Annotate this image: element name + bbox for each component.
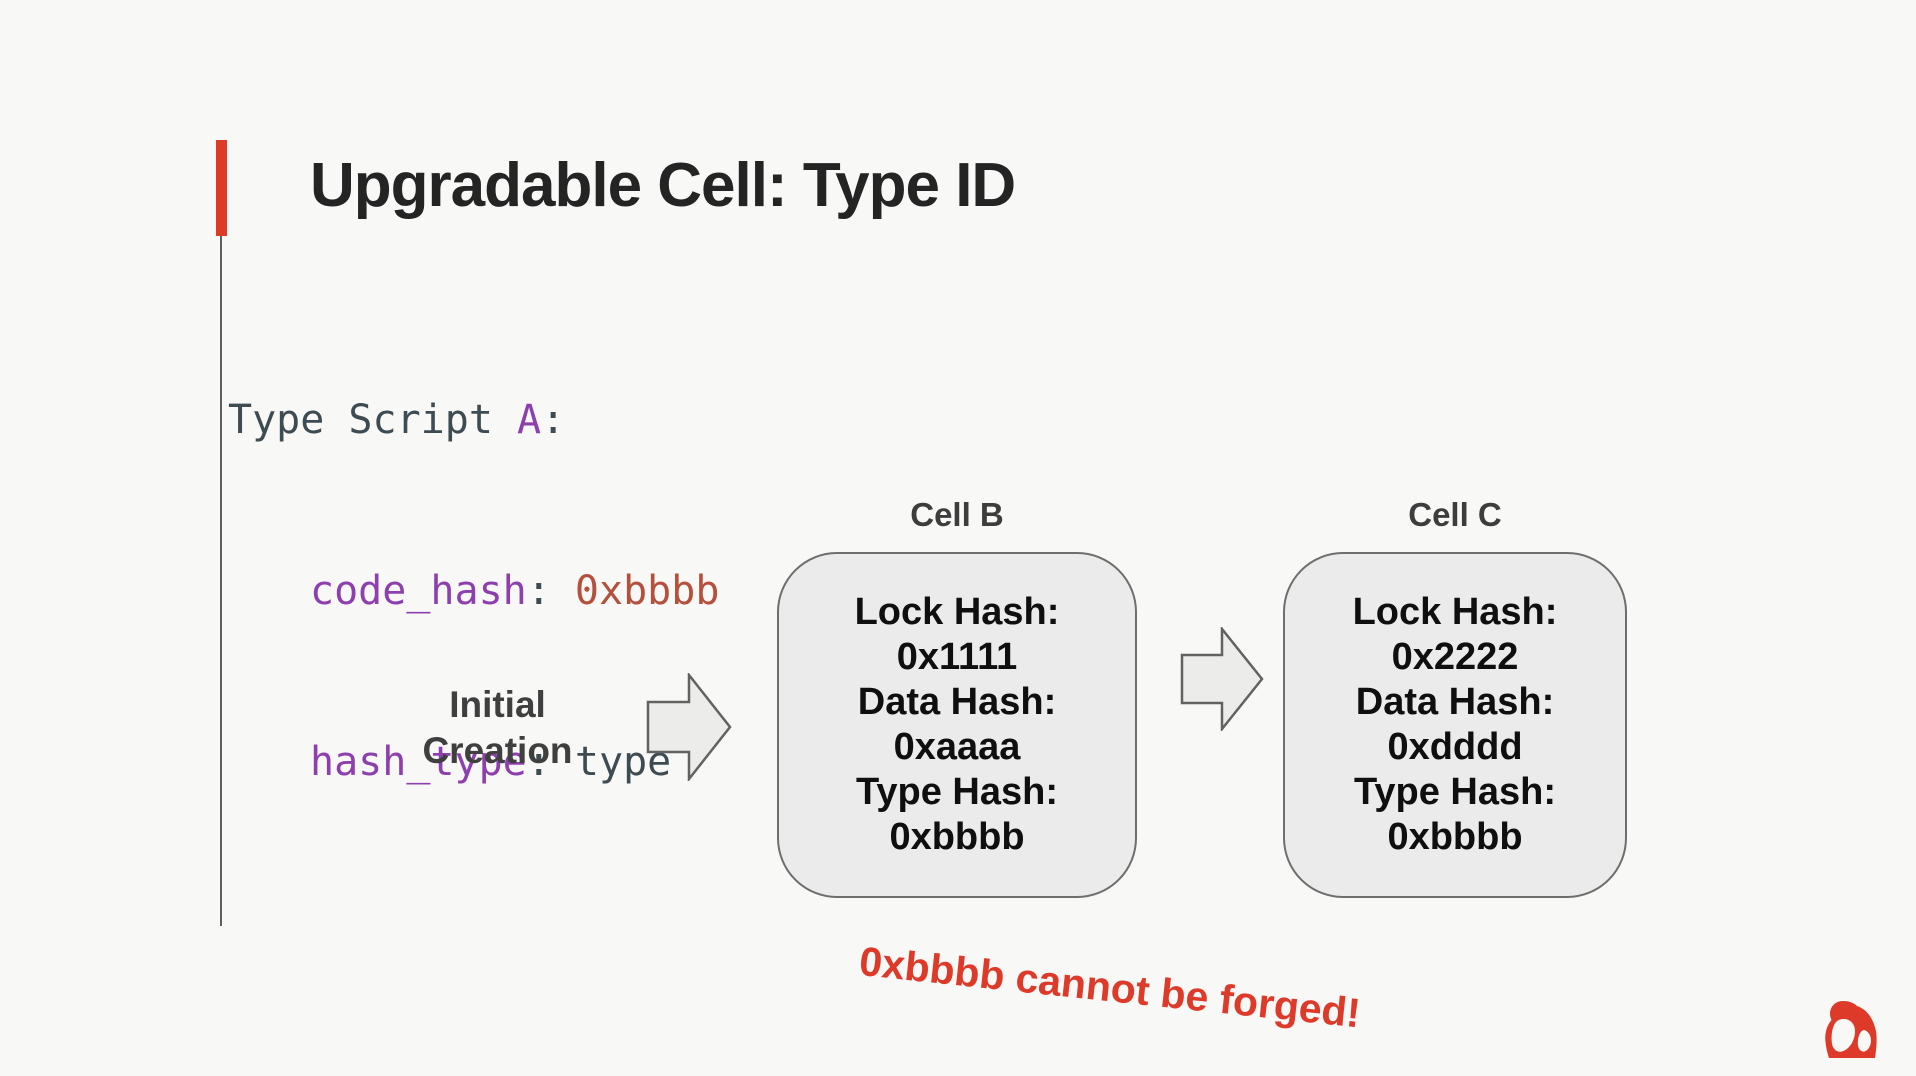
code-line-1: Type Script A: [228, 392, 719, 449]
cell-c-lock-hash-label: Lock Hash: [1352, 591, 1558, 633]
cell-c-type-hash-label: Type Hash: [1353, 771, 1556, 813]
cell-b-label: Cell B [910, 496, 1004, 533]
cell-b-type-hash-label: Type Hash: [855, 771, 1058, 813]
code-key-code-hash: code_hash [310, 568, 527, 614]
cell-c-label: Cell C [1408, 496, 1502, 533]
left-vertical-line [220, 236, 222, 926]
cell-b-lock-hash-label: Lock Hash: [854, 591, 1060, 633]
initial-creation-line1: Initial [449, 684, 546, 725]
cell-c-lock-hash-value: 0x2222 [1391, 636, 1519, 678]
code-line-3: hash_type: type [228, 734, 719, 791]
initial-creation-label: Initial Creation [390, 682, 605, 774]
right-block-arrow-icon [1180, 627, 1264, 731]
annotation-cannot-be-forged: 0xbbbb cannot be forged! [857, 938, 1363, 1037]
cell-b-lock-hash-value: 0x1111 [896, 636, 1018, 678]
code-separator: : [526, 568, 575, 614]
slide-title: Upgradable Cell: Type ID [310, 151, 1016, 220]
code-var: A [516, 397, 542, 443]
code-line-2: code_hash: 0xbbbb [228, 563, 719, 620]
cell-b-box: Lock Hash: 0x1111 Data Hash: 0xaaaa Type… [777, 552, 1137, 898]
initial-creation-line2: Creation [422, 730, 573, 771]
code-colon: : [541, 397, 566, 443]
title-accent-bar [216, 140, 227, 236]
code-separator: : [526, 739, 575, 785]
code-key-hash-type: hash_type [310, 739, 527, 785]
code-value-0xbbbb: 0xbbbb [574, 568, 720, 614]
cell-c-type-hash-value: 0xbbbb [1387, 816, 1523, 858]
cell-c-box: Lock Hash: 0x2222 Data Hash: 0xdddd Type… [1283, 552, 1627, 898]
code-keyword: Type Script [228, 397, 517, 443]
gorilla-logo-icon [1825, 1001, 1877, 1058]
right-block-arrow-icon [646, 673, 732, 781]
cell-b-type-hash-value: 0xbbbb [889, 816, 1025, 858]
cell-b-data-hash-label: Data Hash: [857, 681, 1057, 723]
cell-c-data-hash-label: Data Hash: [1355, 681, 1555, 723]
cell-b-data-hash-value: 0xaaaa [893, 726, 1021, 768]
code-block: Type Script A: code_hash: 0xbbbb hash_ty… [228, 278, 719, 905]
cell-c-data-hash-value: 0xdddd [1387, 726, 1523, 768]
